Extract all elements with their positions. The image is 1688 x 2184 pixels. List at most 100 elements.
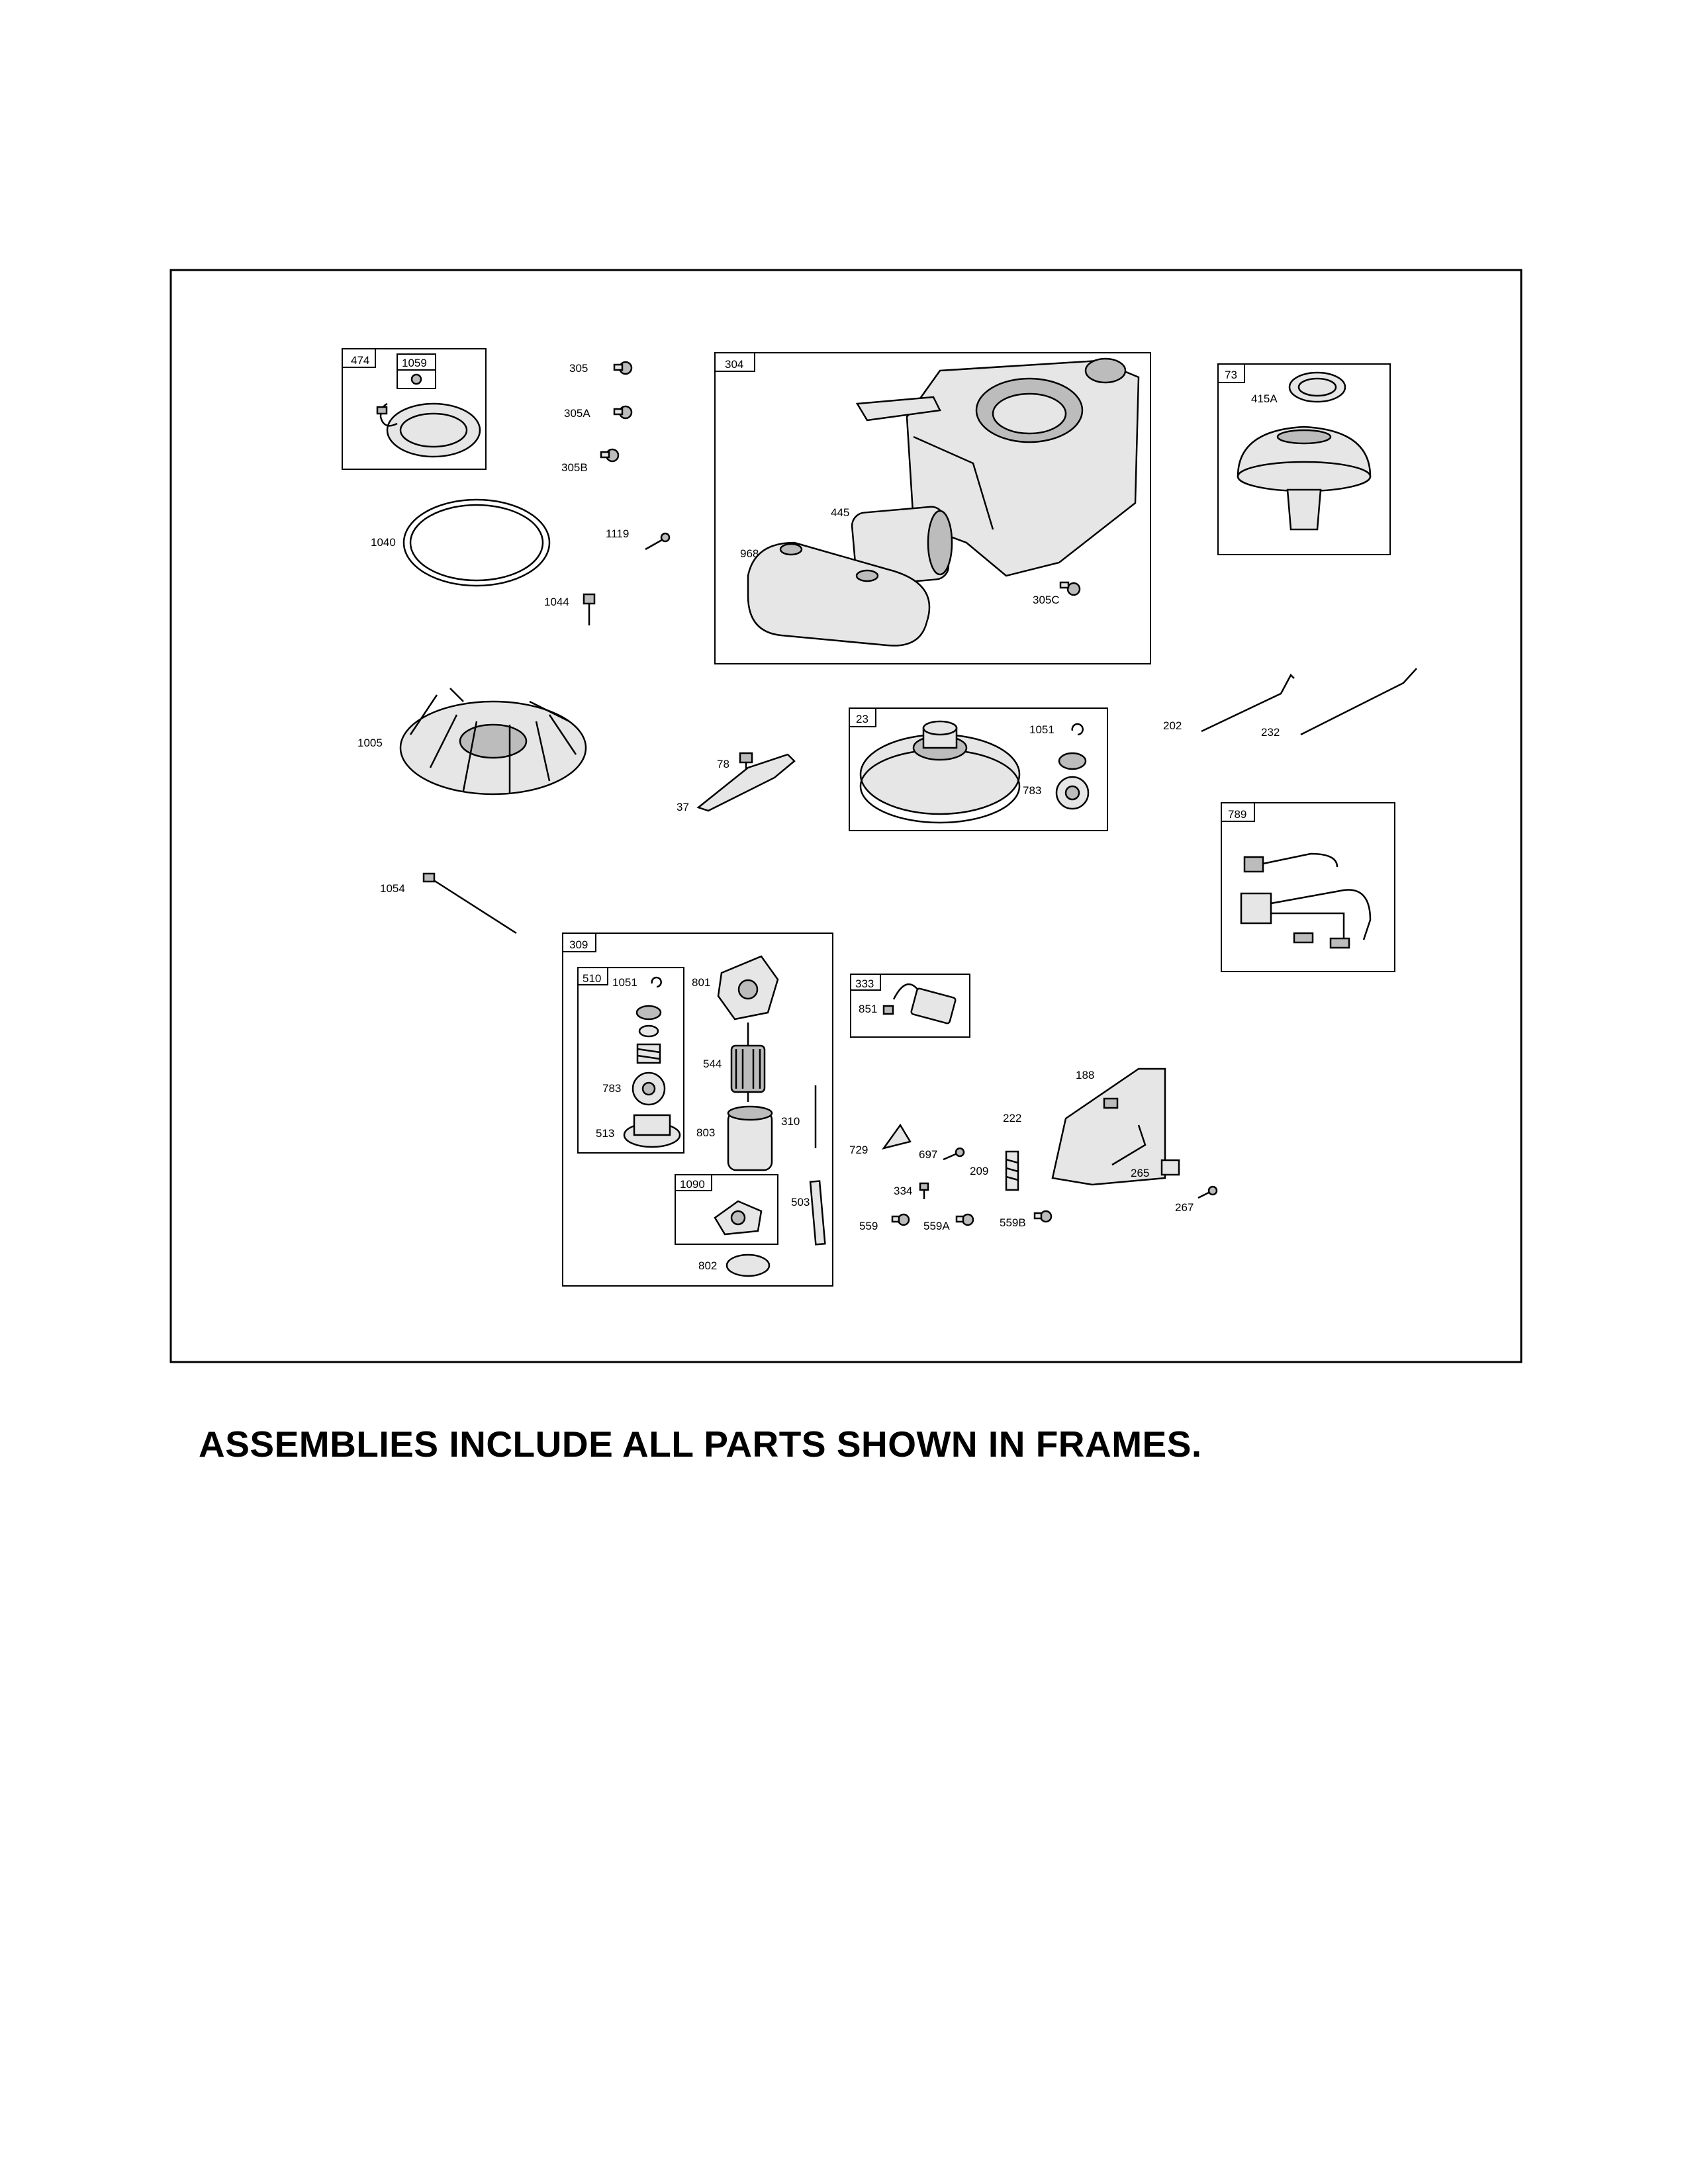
frame-23: 23 1051 783	[849, 707, 1108, 831]
armature-544-icon	[730, 1023, 766, 1102]
ignition-module-icon	[882, 983, 957, 1024]
label-222: 222	[1003, 1112, 1021, 1124]
cable-tie-1054-icon	[422, 872, 517, 934]
frame-333: 333 851	[850, 974, 970, 1038]
label-803: 803	[696, 1126, 715, 1139]
frame-label-789: 789	[1228, 808, 1246, 821]
label-1119: 1119	[606, 527, 629, 540]
label-559: 559	[859, 1220, 878, 1232]
label-801: 801	[692, 976, 710, 989]
washer-icon	[635, 1005, 662, 1021]
label-37: 37	[677, 801, 689, 813]
frame-label-474: 474	[351, 354, 369, 367]
frame-309: 309 510 1051 783 513 801 544 803 310	[562, 933, 833, 1287]
label-232: 232	[1261, 726, 1280, 739]
label-188: 188	[1076, 1069, 1094, 1081]
label-544: 544	[703, 1058, 722, 1070]
brush-holder-icon	[714, 1200, 763, 1236]
blower-housing-icon	[906, 357, 1140, 577]
control-bracket-icon	[1051, 1068, 1166, 1186]
label-310: 310	[781, 1115, 800, 1128]
frame-304: 304 445 968 305C	[714, 352, 1151, 664]
screw-305-icon	[613, 361, 633, 375]
frame-label-23: 23	[856, 713, 868, 725]
label-1005: 1005	[357, 737, 383, 749]
label-802: 802	[698, 1259, 717, 1272]
label-559B: 559B	[1000, 1216, 1026, 1229]
label-305C: 305C	[1033, 594, 1060, 606]
label-202: 202	[1163, 719, 1182, 732]
spring-209-icon	[1005, 1150, 1019, 1191]
washer-802-icon	[726, 1253, 771, 1277]
assemblies-caption: ASSEMBLIES INCLUDE ALL PARTS SHOWN IN FR…	[199, 1424, 1202, 1465]
ring-1040-icon	[402, 498, 551, 587]
wire-harness-icon	[1240, 852, 1372, 949]
washer-icon	[1058, 752, 1087, 770]
label-783b: 783	[602, 1082, 621, 1095]
cover-968-icon	[747, 541, 931, 647]
cooling-fan-1005-icon	[399, 688, 587, 796]
screw-334-icon	[919, 1182, 929, 1199]
label-503: 503	[791, 1196, 810, 1208]
link-202-icon	[1201, 673, 1295, 733]
bracket-503-icon	[809, 1180, 826, 1246]
screw-305C-icon	[1059, 581, 1081, 596]
frame-789: 789	[1221, 802, 1395, 972]
screw-559A-icon	[955, 1213, 974, 1226]
outer-frame	[169, 269, 1523, 1363]
label-209: 209	[970, 1165, 988, 1177]
air-guide-37-icon	[696, 753, 796, 812]
motor-housing-803-icon	[727, 1105, 773, 1171]
label-415A: 415A	[1251, 392, 1278, 405]
alternator-coil-icon	[376, 402, 481, 458]
label-334: 334	[894, 1185, 912, 1197]
label-559A: 559A	[923, 1220, 950, 1232]
label-1044: 1044	[544, 596, 569, 608]
screw-305B-icon	[600, 448, 620, 463]
screw-559B-icon	[1033, 1210, 1053, 1223]
label-1040: 1040	[371, 536, 396, 549]
air-cleaner-cover-icon	[1237, 371, 1372, 531]
label-78: 78	[717, 758, 729, 770]
frame-label-510: 510	[583, 972, 601, 985]
bolt-1044-icon	[583, 593, 596, 625]
frame-label-1090: 1090	[680, 1178, 705, 1191]
label-1051a: 1051	[1029, 723, 1055, 736]
screw-305A-icon	[613, 405, 633, 420]
label-267: 267	[1175, 1201, 1194, 1214]
label-1054: 1054	[380, 882, 405, 895]
link-729-icon	[882, 1123, 912, 1150]
clip-265-icon	[1160, 1159, 1180, 1176]
screw-267-icon	[1197, 1185, 1218, 1199]
collar-icon	[638, 1024, 659, 1038]
label-305B: 305B	[561, 461, 588, 474]
spring-icon	[636, 1043, 661, 1064]
label-265: 265	[1131, 1167, 1149, 1179]
bolt-1119-icon	[645, 532, 671, 551]
label-783a: 783	[1023, 784, 1041, 797]
frame-474: 474 1059	[342, 348, 487, 470]
flywheel-icon	[859, 720, 1021, 824]
end-cap-801-icon	[717, 955, 779, 1021]
label-851: 851	[859, 1003, 877, 1015]
frame-label-1059: 1059	[402, 357, 427, 369]
screw-559-icon	[891, 1213, 910, 1226]
frame-73: 73 415A	[1217, 363, 1391, 555]
label-305: 305	[569, 362, 588, 375]
label-729: 729	[849, 1144, 868, 1156]
label-697: 697	[919, 1148, 937, 1161]
frame-label-333: 333	[855, 978, 874, 990]
pinion-gear-icon	[1055, 776, 1090, 810]
frame-label-73: 73	[1225, 369, 1237, 381]
pinion-gear-icon	[632, 1071, 666, 1106]
label-445: 445	[831, 506, 849, 519]
drive-housing-icon	[623, 1114, 681, 1148]
spring-232-icon	[1300, 668, 1417, 736]
frame-label-309: 309	[569, 938, 588, 951]
frame-label-304: 304	[725, 358, 743, 371]
label-513: 513	[596, 1127, 614, 1140]
clip-icon	[651, 976, 662, 988]
label-1051b: 1051	[612, 976, 637, 989]
screw-icon	[410, 373, 422, 385]
